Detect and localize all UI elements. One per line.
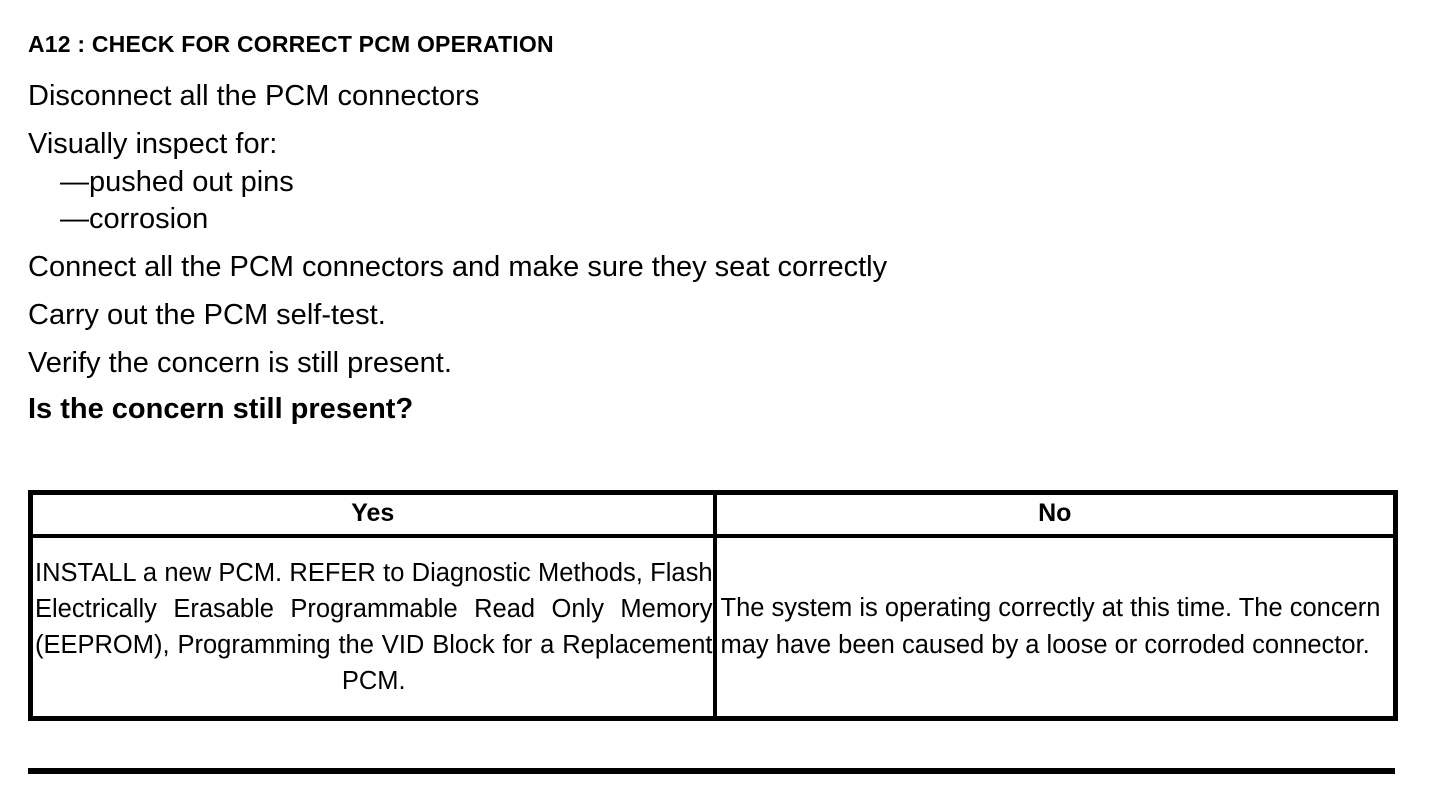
- instruction-visually-inspect: Visually inspect for:: [28, 128, 278, 160]
- page-title: A12 : CHECK FOR CORRECT PCM OPERATION: [28, 31, 554, 57]
- instruction-verify: Verify the concern is still present.: [28, 347, 452, 379]
- decision-question: Is the concern still present?: [28, 393, 414, 425]
- section-divider-rule: [28, 768, 1395, 774]
- table-cell-yes-action: INSTALL a new PCM. REFER to Diagnostic M…: [30, 536, 717, 719]
- table-row: INSTALL a new PCM. REFER to Diagnostic M…: [30, 536, 1396, 719]
- instruction-disconnect: Disconnect all the PCM connectors: [28, 80, 480, 112]
- decision-table: Yes No INSTALL a new PCM. REFER to Diagn…: [28, 490, 1398, 721]
- instruction-self-test: Carry out the PCM self-test.: [28, 299, 386, 331]
- no-action-text: The system is operating correctly at thi…: [720, 593, 1381, 659]
- table-header-no: No: [714, 492, 1396, 538]
- instruction-connect: Connect all the PCM connectors and make …: [28, 251, 888, 283]
- inspect-item-pushed-out-pins: —pushed out pins: [60, 166, 294, 198]
- table-header-row: Yes No: [30, 492, 1396, 538]
- table-cell-no-action: The system is operating correctly at thi…: [715, 536, 1396, 719]
- table-header-yes: Yes: [30, 492, 717, 538]
- yes-action-text: INSTALL a new PCM. REFER to Diagnostic M…: [35, 558, 713, 696]
- inspect-item-corrosion: —corrosion: [60, 203, 209, 235]
